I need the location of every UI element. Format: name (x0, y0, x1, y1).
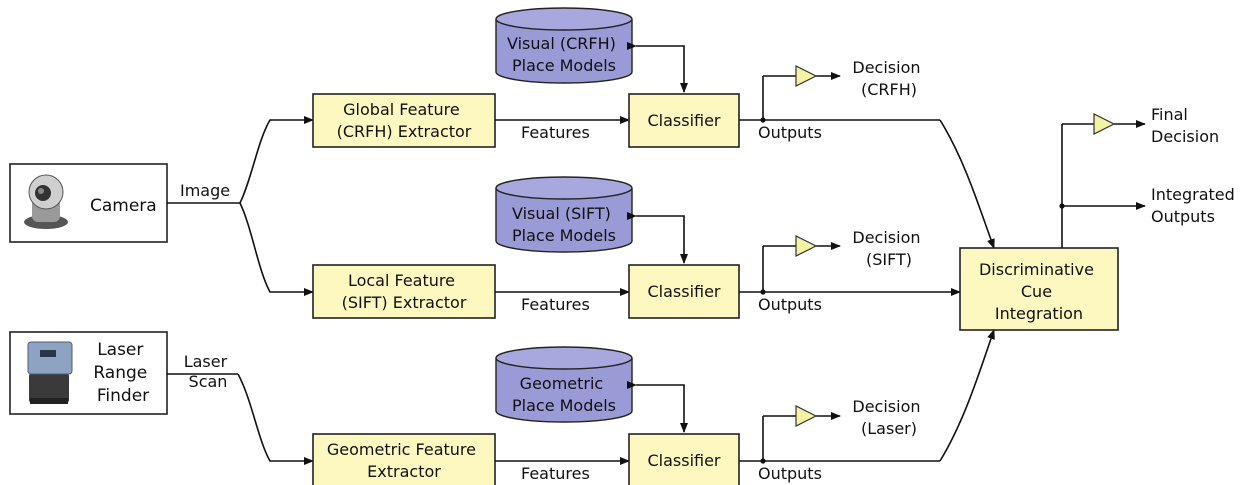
decision-sift-line1: Decision (852, 228, 920, 247)
sift-models-line2: Place Models (512, 226, 616, 245)
outputs-label-3: Outputs (758, 464, 822, 483)
local-extractor-line2: (SIFT) Extractor (342, 293, 467, 312)
decision-amplifier-laser-icon (795, 405, 818, 427)
decision-laser-line2: (Laser) (861, 419, 917, 438)
svg-text:Decision (CRFH): Decision (CRFH) (852, 58, 925, 99)
image-signal-label: Image (180, 181, 230, 200)
features-label-2: Features (521, 295, 590, 314)
svg-text:Geometric Feature Extrac: Geometric Feature Extractor (327, 440, 481, 481)
crfh-models-line1: Visual (CRFH) (507, 34, 616, 53)
geometric-feature-extractor: Geometric Feature Extractor (312, 433, 496, 485)
final-decision-amplifier-icon (1093, 113, 1116, 135)
classifier-crfh-label: Classifier (647, 111, 720, 130)
svg-text:Laser Scan: Laser Scan (184, 352, 233, 391)
svg-text:Discriminative Cue: Discriminative Cue Integration (979, 260, 1099, 323)
laser-label-line3: Finder (97, 386, 149, 406)
outputs-label-2: Outputs (758, 295, 822, 314)
svg-text:Decision (SIFT): Decision (SIFT) (852, 228, 925, 269)
laser-scan-label-line1: Laser (184, 352, 228, 371)
geometric-place-models-database: Geometric Place Models (495, 346, 633, 423)
svg-text:Laser Range Finder: Laser Range Finder (93, 340, 152, 406)
classifier-crfh: Classifier (628, 93, 740, 148)
svg-text:Visual (CRFH) Place Mode: Visual (CRFH) Place Models (507, 34, 621, 75)
features-label-1: Features (521, 123, 590, 142)
svg-text:Global Feature (CRFH) Ex: Global Feature (CRFH) Extractor (337, 100, 472, 141)
final-decision-line2: Decision (1151, 127, 1219, 146)
svg-text:Visual (SIFT) Place Mode: Visual (SIFT) Place Models (512, 204, 616, 245)
global-feature-extractor: Global Feature (CRFH) Extractor (312, 93, 496, 148)
camera-sensor-box: Camera (9, 163, 168, 243)
classifier-output-lines (739, 72, 995, 464)
laser-sensor-box: Laser Range Finder (9, 331, 168, 415)
sensor-connectors (167, 116, 314, 465)
decision-amplifier-sift-icon (795, 235, 818, 257)
geometric-models-line1: Geometric (520, 374, 604, 393)
svg-text:Geometric Place Models: Geometric Place Models (512, 374, 616, 415)
decision-sift-line2: (SIFT) (866, 250, 912, 269)
classifier-sift: Classifier (628, 264, 740, 319)
discriminative-cue-integration-box: Discriminative Cue Integration (959, 247, 1119, 331)
integrated-outputs-line1: Integrated (1151, 185, 1235, 204)
final-decision-line1: Final (1151, 105, 1188, 124)
integration-line2: Cue (1021, 282, 1052, 301)
integration-line3: Integration (995, 304, 1083, 323)
integration-line1: Discriminative (979, 260, 1094, 279)
classifier-sift-label: Classifier (647, 282, 720, 301)
feature-arrows (495, 116, 630, 465)
integration-output-lines (1059, 120, 1146, 248)
features-label-3: Features (521, 464, 590, 483)
camera-icon (24, 174, 68, 229)
classifier-laser: Classifier (628, 433, 740, 485)
crfh-models-line2: Place Models (512, 56, 616, 75)
sift-place-models-database: Visual (SIFT) Place Models (495, 176, 633, 253)
decision-crfh-line1: Decision (852, 58, 920, 77)
svg-text:Integrated Outputs: Integrated Outputs (1151, 185, 1240, 226)
model-classifier-links (627, 42, 688, 433)
crfh-place-models-database: Visual (CRFH) Place Models (495, 7, 633, 84)
global-extractor-line1: Global Feature (343, 100, 460, 119)
geometric-extractor-line2: Extractor (367, 462, 441, 481)
classifier-laser-label: Classifier (647, 451, 720, 470)
svg-text:Local Feature (SIFT) Ext: Local Feature (SIFT) Extractor (342, 271, 467, 312)
laser-label-line2: Range (93, 363, 147, 383)
laser-label-line1: Laser (97, 340, 143, 360)
local-feature-extractor: Local Feature (SIFT) Extractor (312, 264, 496, 319)
decision-laser-line1: Decision (852, 397, 920, 416)
global-extractor-line2: (CRFH) Extractor (337, 122, 472, 141)
outputs-label-1: Outputs (758, 123, 822, 142)
local-extractor-line1: Local Feature (348, 271, 455, 290)
camera-label: Camera (90, 196, 157, 216)
integrated-outputs-line2: Outputs (1151, 207, 1215, 226)
svg-text:Decision (Laser): Decision (Laser) (852, 397, 925, 438)
laser-scan-label-line2: Scan (189, 372, 228, 391)
decision-amplifier-crfh-icon (795, 65, 818, 87)
decision-crfh-line2: (CRFH) (861, 80, 917, 99)
laser-range-finder-icon (27, 341, 73, 404)
geometric-models-line2: Place Models (512, 396, 616, 415)
sift-models-line1: Visual (SIFT) (512, 204, 611, 223)
geometric-extractor-line1: Geometric Feature (327, 440, 476, 459)
svg-text:Final Decision: Final Decision (1151, 105, 1219, 146)
